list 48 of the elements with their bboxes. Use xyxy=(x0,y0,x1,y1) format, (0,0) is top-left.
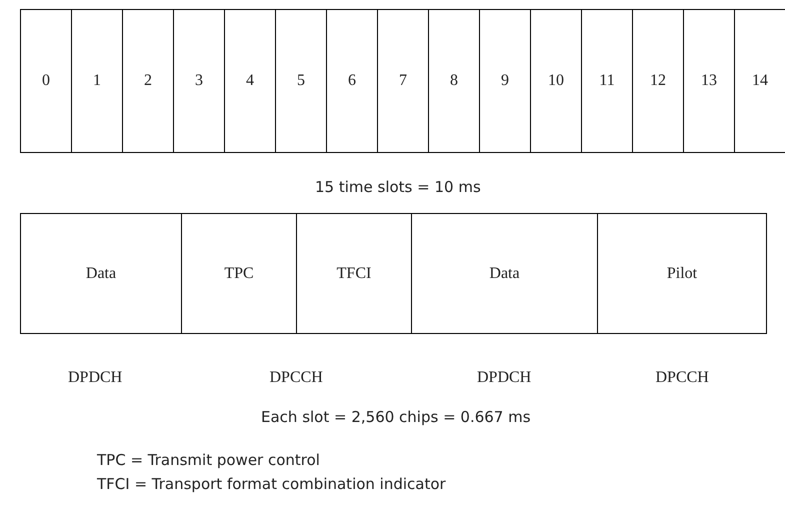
time-slot-box xyxy=(530,9,582,153)
slot-number: 13 xyxy=(701,72,717,90)
slot-number: 9 xyxy=(501,72,509,90)
field-name: Data xyxy=(86,264,116,282)
time-slot-box xyxy=(122,9,174,153)
slot-number: 2 xyxy=(144,72,152,90)
abbreviation-note: TFCI = Transport format combination indicator xyxy=(97,475,446,493)
time-slot-box xyxy=(275,9,327,153)
time-slot-box xyxy=(683,9,735,153)
time-slot-box xyxy=(20,9,72,153)
field-name: Data xyxy=(489,264,520,282)
field-name: TFCI xyxy=(336,264,372,282)
time-slot-box xyxy=(632,9,684,153)
slot-number: 3 xyxy=(195,72,203,90)
slot-number: 1 xyxy=(93,72,101,90)
slot-field-box xyxy=(20,213,182,334)
field-name: Pilot xyxy=(666,264,698,282)
channel-name: DPCCH xyxy=(656,369,709,387)
channel-name: DPDCH xyxy=(477,369,532,387)
slot-field-box xyxy=(597,213,767,334)
slot-number: 5 xyxy=(297,72,305,90)
abbreviation-note: TPC = Transmit power control xyxy=(97,451,320,469)
field-name: TPC xyxy=(224,264,254,282)
slot-number: 7 xyxy=(399,72,407,90)
time-slot-box xyxy=(224,9,276,153)
slot-field-box xyxy=(296,213,412,334)
slot-number: 4 xyxy=(246,72,254,90)
time-slot-box xyxy=(377,9,429,153)
time-slot-box xyxy=(173,9,225,153)
slot-number: 0 xyxy=(42,72,50,90)
time-slot-box xyxy=(326,9,378,153)
time-slot-box xyxy=(71,9,123,153)
slot-field-box xyxy=(181,213,297,334)
slot-number: 6 xyxy=(348,72,356,90)
slot-number: 11 xyxy=(599,72,615,90)
time-slot-box xyxy=(428,9,480,153)
time-slot-box xyxy=(581,9,633,153)
channel-name: DPCCH xyxy=(270,369,323,387)
time-slot-box xyxy=(479,9,531,153)
slot-number: 10 xyxy=(548,72,564,90)
slot-number: 14 xyxy=(752,72,768,90)
time-slot-box xyxy=(734,9,785,153)
slot-duration-note: Each slot = 2,560 chips = 0.667 ms xyxy=(261,408,531,426)
frame-duration-note: 15 time slots = 10 ms xyxy=(315,178,481,196)
slot-field-box xyxy=(411,213,598,334)
channel-name: DPDCH xyxy=(68,369,122,387)
slot-number: 8 xyxy=(450,72,458,90)
slot-number: 12 xyxy=(650,72,666,90)
